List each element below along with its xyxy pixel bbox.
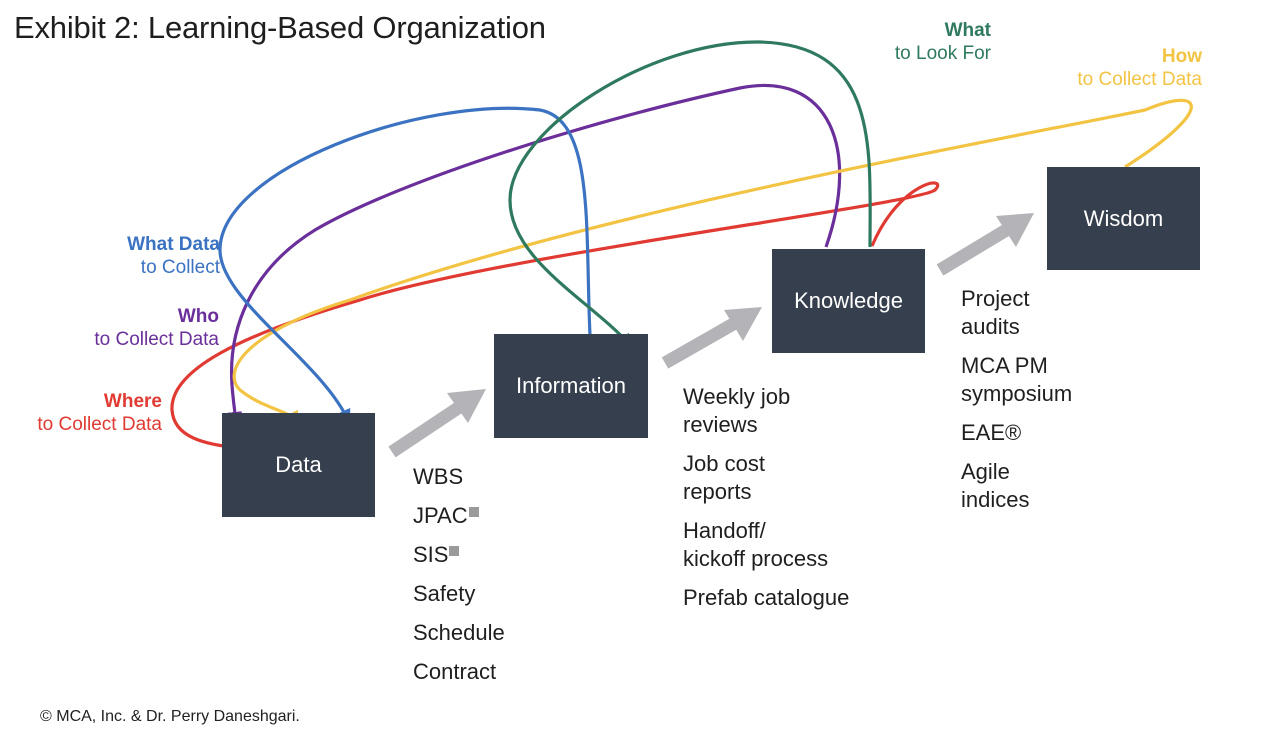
how-loop-label: How to Collect Data <box>1077 45 1202 91</box>
where-loop-line <box>170 181 940 454</box>
stage-label-knowledge: Knowledge <box>794 288 903 313</box>
list-item: Safety <box>413 581 476 606</box>
list-item: Contract <box>413 659 497 684</box>
how-loop-line <box>232 98 1193 426</box>
list-item: Schedule <box>413 620 505 645</box>
stage-arrow-knowledge-to-wisdom <box>936 213 1034 276</box>
stage-label-data: Data <box>275 452 322 477</box>
information-items-list: Weekly job reviews Job cost reports Hand… <box>683 383 849 623</box>
list-item-text: SIS <box>413 542 449 567</box>
stage-box-information: Information <box>494 334 648 438</box>
list-item: Job cost reports <box>683 451 765 504</box>
what-loop-line <box>508 40 872 349</box>
who-loop-label: Who to Collect Data <box>94 305 219 351</box>
where-loop-label: Where to Collect Data <box>37 390 162 436</box>
list-item: Agile indices <box>961 459 1030 512</box>
list-item-text: JPAC <box>413 503 468 528</box>
who-loop-label-bold: Who <box>177 306 219 327</box>
copyright-note: © MCA, Inc. & Dr. Perry Daneshgari. <box>40 708 300 725</box>
who-loop-label-sub: to Collect Data <box>94 329 219 350</box>
list-item: Prefab catalogue <box>683 585 850 610</box>
list-item: Handoff/ kickoff process <box>683 518 829 571</box>
knowledge-items-list: Project audits MCA PM symposium EAE® Agi… <box>961 285 1072 525</box>
stage-label-wisdom: Wisdom <box>1083 205 1164 231</box>
stage-box-data: Data <box>222 413 375 517</box>
what-data-loop-label-bold: What Data <box>127 234 220 255</box>
list-item: SIS <box>413 541 505 569</box>
where-loop-label-sub: to Collect Data <box>37 414 162 435</box>
gray-square-icon <box>449 546 460 556</box>
stage-arrow-data-to-information <box>388 389 486 458</box>
what-data-loop-label: What Data to Collect <box>127 233 220 279</box>
list-item: EAE® <box>961 420 1022 445</box>
list-item: JPAC <box>413 502 505 530</box>
list-item: WBS <box>413 464 464 489</box>
data-items-list: WBS JPAC SIS Safety Schedule Contract <box>413 463 505 697</box>
how-loop-label-sub: to Collect Data <box>1077 69 1202 90</box>
stage-label-information: Information <box>515 373 627 398</box>
list-item: Project audits <box>961 286 1030 339</box>
page-title: Exhibit 2: Learning-Based Organization <box>14 10 546 45</box>
gray-square-icon <box>468 507 479 517</box>
list-item: MCA PM symposium <box>961 353 1073 406</box>
what-loop-label-bold: What <box>944 20 991 41</box>
what-loop-label-sub: to Look For <box>894 43 991 64</box>
how-loop-label-bold: How <box>1161 46 1202 67</box>
stage-arrow-information-to-knowledge <box>661 307 762 369</box>
stage-box-knowledge: Knowledge <box>772 249 925 353</box>
stage-box-wisdom: Wisdom <box>1047 167 1200 270</box>
where-loop-label-bold: Where <box>103 391 162 412</box>
what-data-loop-line <box>218 106 592 424</box>
what-loop-label: What to Look For <box>895 19 991 65</box>
what-data-loop-label-sub: to Collect <box>140 257 220 278</box>
who-loop-line <box>227 83 842 427</box>
list-item: Weekly job reviews <box>683 384 791 437</box>
